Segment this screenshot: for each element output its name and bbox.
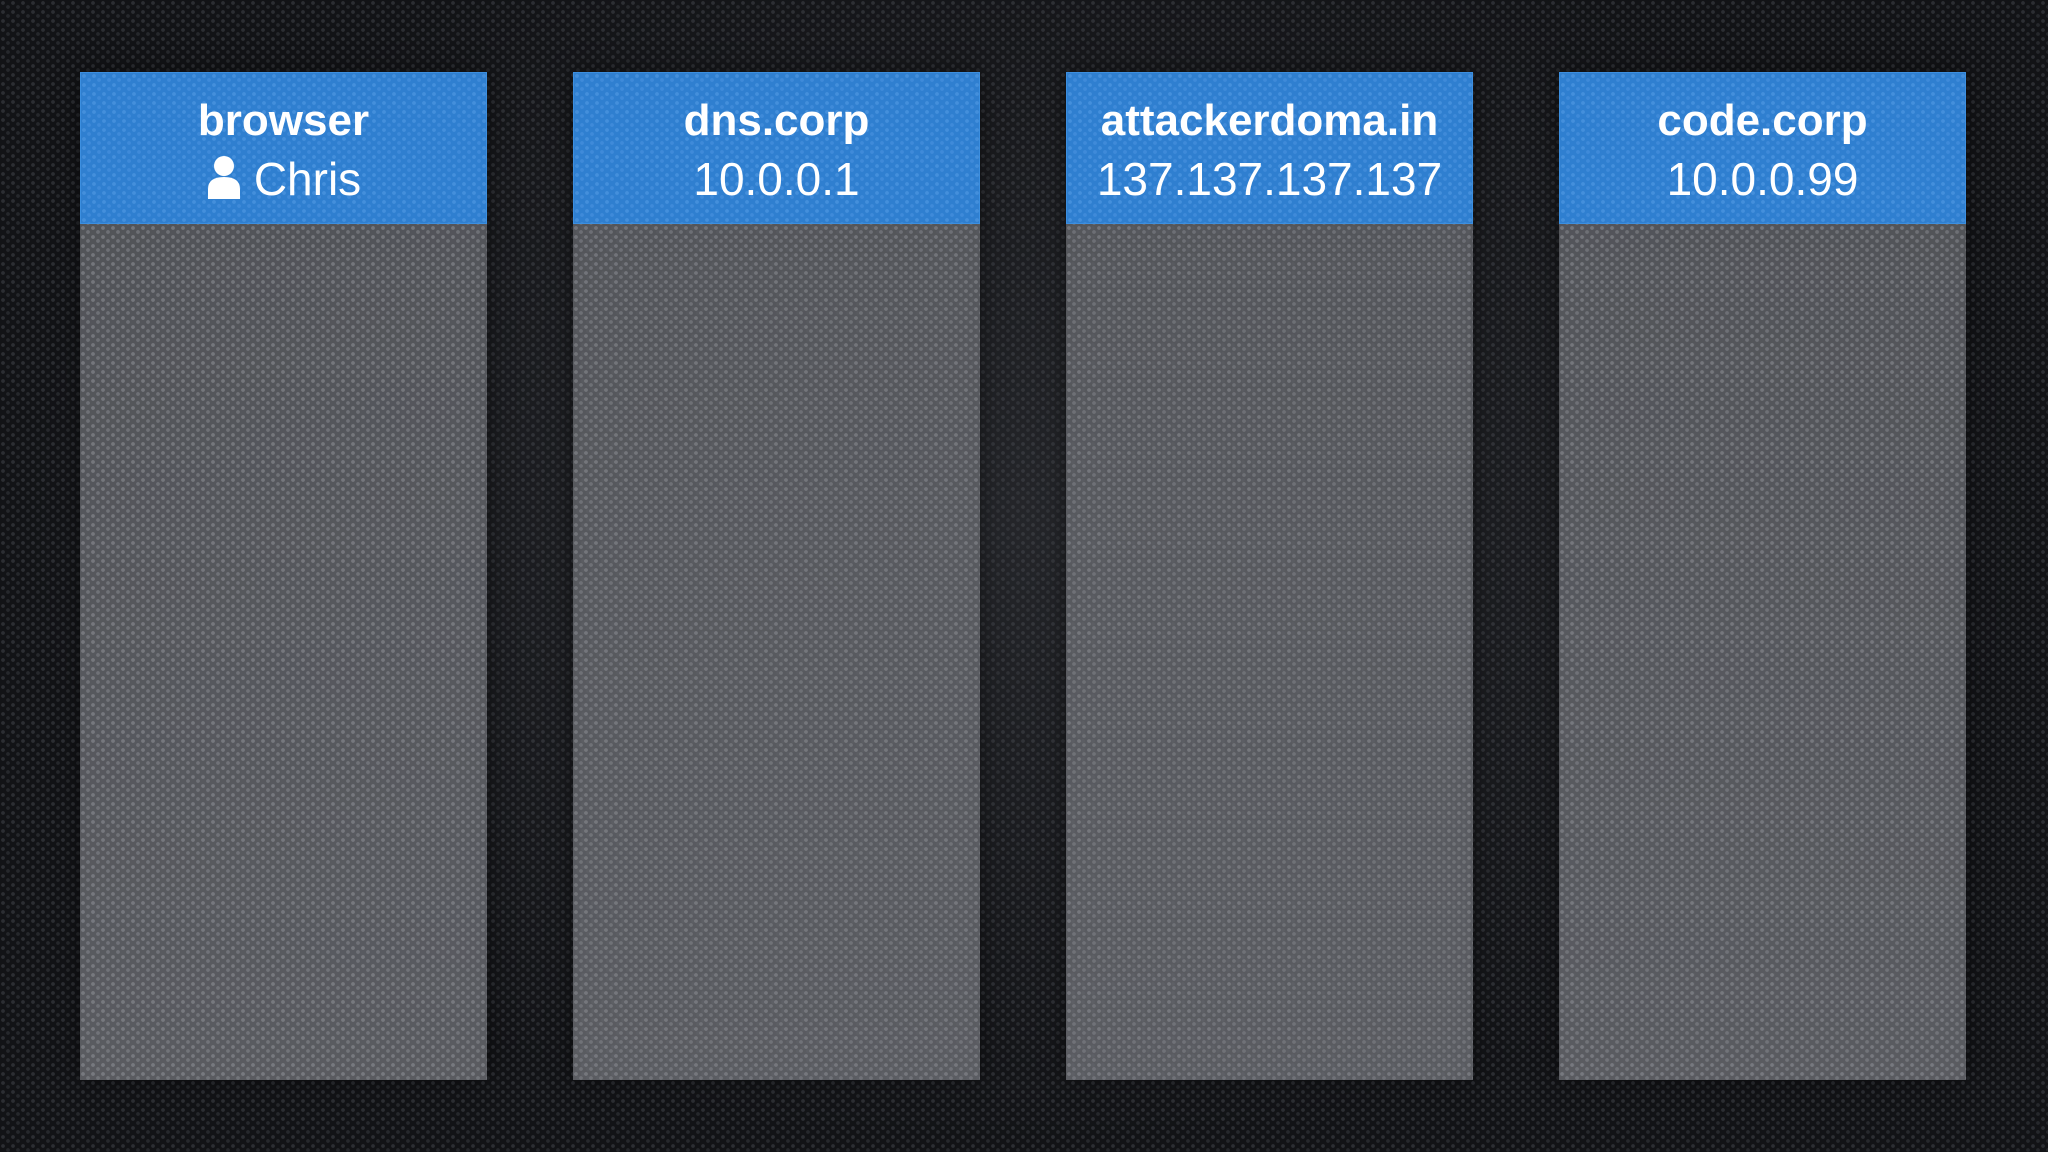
column-subtitle: 10.0.0.1: [693, 153, 860, 205]
column-subtitle: 137.137.137.137: [1096, 153, 1443, 205]
column-title: browser: [197, 96, 370, 145]
column-subtitle: Chris: [253, 153, 362, 205]
column-title: code.corp: [1657, 96, 1868, 145]
column-header-code-corp: code.corp 10.0.0.99: [1559, 72, 1966, 224]
person-icon: [207, 156, 240, 199]
column-dns-corp: dns.corp 10.0.0.1: [573, 72, 980, 1080]
column-title: attackerdoma.in: [1100, 96, 1439, 145]
column-title: dns.corp: [683, 96, 870, 145]
column-header-browser: browser Chris: [80, 72, 487, 224]
column-subtitle-row: Chris: [81, 153, 486, 205]
column-body-dns-corp: [573, 224, 980, 1080]
column-header-dns-corp: dns.corp 10.0.0.1: [573, 72, 980, 224]
column-browser: browser Chris: [80, 72, 487, 1080]
column-body-attackerdomain: [1066, 224, 1473, 1080]
column-attackerdomain: attackerdoma.in 137.137.137.137: [1066, 72, 1473, 1080]
column-subtitle: 10.0.0.99: [1666, 153, 1859, 205]
column-code-corp: code.corp 10.0.0.99: [1559, 72, 1966, 1080]
column-header-attackerdomain: attackerdoma.in 137.137.137.137: [1066, 72, 1473, 224]
column-body-code-corp: [1559, 224, 1966, 1080]
column-body-browser: [80, 224, 487, 1080]
